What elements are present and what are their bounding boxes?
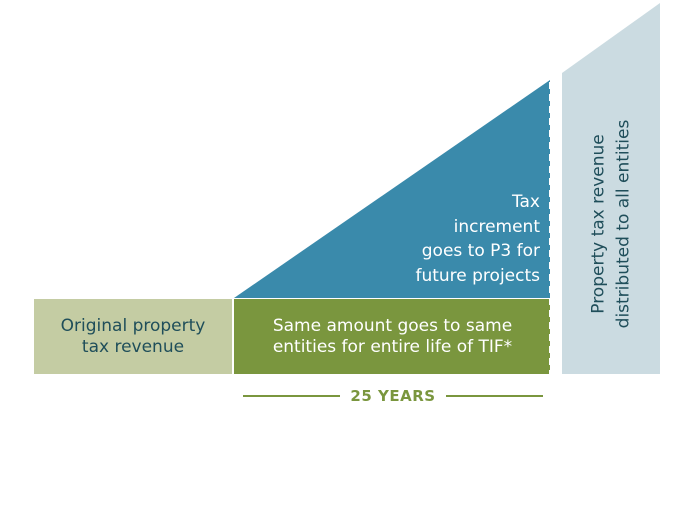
distributed-revenue-label: Property tax revenue distributed to all … [562, 73, 660, 374]
timeline-line-right [445, 395, 544, 397]
original-revenue-line2: tax revenue [81, 336, 185, 357]
distributed-line2: distributed to all entities [613, 119, 634, 328]
distributed-revenue-column [562, 3, 660, 374]
original-revenue-line1: Original property [60, 316, 206, 337]
original-revenue-box [34, 299, 232, 374]
timeline-label: 25 YEARS [350, 387, 436, 405]
timeline-25-years: 25 YEARS [243, 387, 544, 405]
distributed-line1: Property tax revenue [588, 133, 609, 314]
timeline-line-left [243, 395, 341, 397]
tax-increment-line3: goes to P3 for [421, 241, 540, 261]
same-amount-line2: entities for entire life of TIF* [272, 336, 513, 357]
tax-increment-line4: future projects [415, 265, 540, 286]
tax-increment-label: Tax increment goes to P3 for future proj… [380, 190, 540, 288]
same-amount-label: Same amount goes to same entities for en… [236, 299, 549, 374]
same-amount-box [234, 299, 550, 374]
same-amount-line1: Same amount goes to same [272, 316, 513, 337]
tax-increment-line1: Tax [511, 192, 540, 212]
tax-increment-triangle [234, 80, 550, 298]
original-revenue-label: Original property tax revenue [34, 299, 232, 374]
tax-increment-line2: increment [453, 216, 540, 237]
